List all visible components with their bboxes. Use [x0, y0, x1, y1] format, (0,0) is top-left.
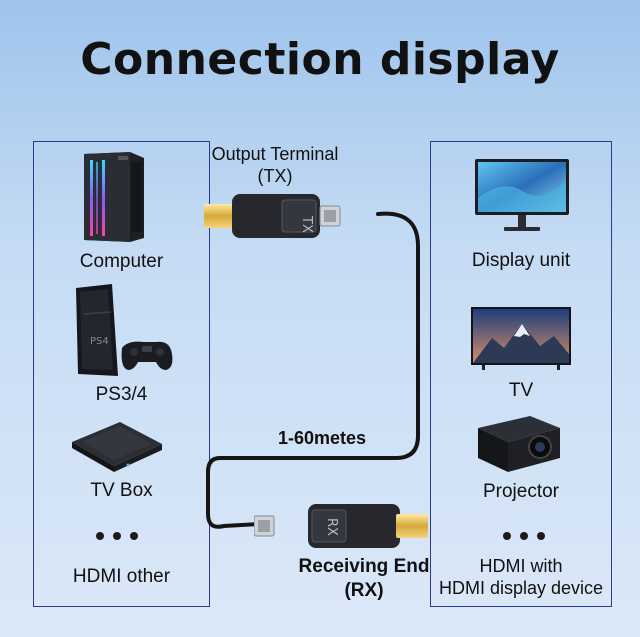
tx-device-mark: TX: [299, 215, 314, 233]
page-title: Connection display: [80, 34, 560, 85]
more-dots-icon: [96, 532, 138, 540]
transmitter-name: Output Terminal: [211, 144, 339, 164]
transmitter-dongle-icon: TX: [204, 194, 341, 238]
display-label-hdmi-with: HDMI with: [479, 556, 563, 576]
receiver-name: Receiving End: [298, 556, 430, 577]
display-label-tv: TV: [508, 380, 534, 401]
projector-icon: [478, 416, 560, 472]
tv-box-icon: [72, 422, 162, 472]
svg-text:PS4: PS4: [90, 336, 109, 347]
monitor-icon: [475, 159, 569, 231]
display-label-monitor: Display unit: [471, 250, 571, 271]
tv-icon: [471, 307, 571, 370]
source-label-hdmi-other: HDMI other: [72, 566, 171, 587]
computer-tower-icon: [84, 152, 144, 242]
source-devices-panel: [33, 141, 210, 607]
more-dots-icon: [503, 532, 545, 540]
source-label-tv-box: TV Box: [90, 480, 153, 501]
receiver-code: (RX): [344, 580, 384, 601]
display-label-hdmi-device: HDMI display device: [438, 578, 604, 598]
network-cable-icon: [206, 211, 420, 529]
display-label-projector: Projector: [482, 481, 560, 502]
rx-device-mark: RX: [324, 518, 339, 536]
source-label-ps: PS3/4: [95, 384, 148, 405]
display-devices-panel: [430, 141, 612, 607]
game-console-icon: PS4: [76, 284, 173, 376]
cable-length-label: 1-60metes: [278, 428, 367, 448]
transmitter-code: (TX): [257, 166, 293, 186]
receiver-dongle-icon: RX: [254, 504, 428, 548]
source-label-computer: Computer: [79, 251, 164, 272]
